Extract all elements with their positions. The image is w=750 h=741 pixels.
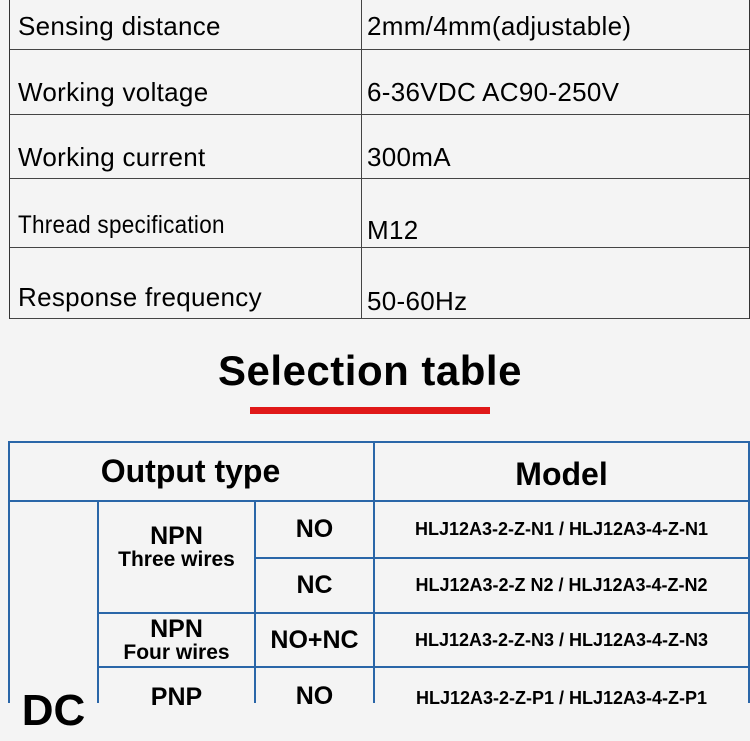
title-underline [250, 407, 490, 414]
table-border [8, 441, 750, 443]
spec-row: Thread specification M12 [10, 179, 749, 248]
section-title: Selection table [218, 347, 522, 394]
spec-label: Sensing distance [18, 11, 221, 41]
table-border [8, 441, 10, 703]
signal-cell: NO [295, 515, 334, 543]
signal-cell: NC [296, 571, 333, 599]
group-label: DC [21, 686, 86, 735]
model-cell: HLJ12A3-2-Z-N3 / HLJ12A3-4-Z-N3 [414, 629, 709, 650]
wire-count-label: Three wires [118, 548, 235, 571]
model-cell: HLJ12A3-2-Z-P1 / HLJ12A3-4-Z-P1 [415, 687, 708, 708]
table-border [254, 557, 750, 559]
table-border [97, 500, 99, 703]
output-type-label: NPN [150, 522, 203, 550]
table-border [748, 441, 750, 703]
header-output-type: Output type [100, 453, 281, 489]
signal-cell: NO [295, 681, 334, 710]
spec-row: Working voltage 6-36VDC AC90-250V [10, 50, 749, 115]
selection-table: Output type Model DC NPN Three wires NPN… [8, 441, 750, 735]
spec-label: Working current [18, 142, 206, 172]
spec-label: Thread specification [18, 211, 225, 239]
table-border [373, 441, 375, 703]
model-cell: HLJ12A3-2-Z N2 / HLJ12A3-4-Z-N2 [415, 575, 708, 595]
signal-cell: NO+NC [270, 625, 359, 654]
table-border [97, 612, 750, 614]
wire-count-label: Four wires [123, 641, 230, 664]
model-cell: HLJ12A3-2-Z-N1 / HLJ12A3-4-Z-N1 [414, 519, 709, 539]
spec-value: 2mm/4mm(adjustable) [367, 11, 632, 41]
spec-label: Working voltage [18, 77, 209, 107]
output-type-npn-3wire: NPN Three wires [99, 517, 254, 577]
spec-value: 300mA [367, 142, 451, 172]
table-border [8, 500, 750, 502]
spec-row: Working current 300mA [10, 115, 749, 179]
spec-row: Response frequency 50-60Hz [10, 248, 749, 319]
header-model: Model [515, 455, 608, 492]
spec-value: 6-36VDC AC90-250V [367, 77, 620, 107]
spec-row: Sensing distance 2mm/4mm(adjustable) [10, 0, 749, 50]
output-type-label: PNP [150, 683, 203, 711]
table-border [97, 666, 750, 668]
spec-column-divider [361, 0, 362, 318]
output-type-pnp: PNP [99, 677, 254, 717]
spec-value: M12 [367, 215, 419, 245]
spec-label: Response frequency [18, 282, 262, 312]
spec-table: Sensing distance 2mm/4mm(adjustable) Wor… [9, 0, 750, 319]
table-border [254, 500, 256, 703]
output-type-npn-4wire: NPN Four wires [99, 614, 254, 666]
output-type-label: NPN [150, 615, 203, 643]
spec-value: 50-60Hz [367, 286, 468, 316]
